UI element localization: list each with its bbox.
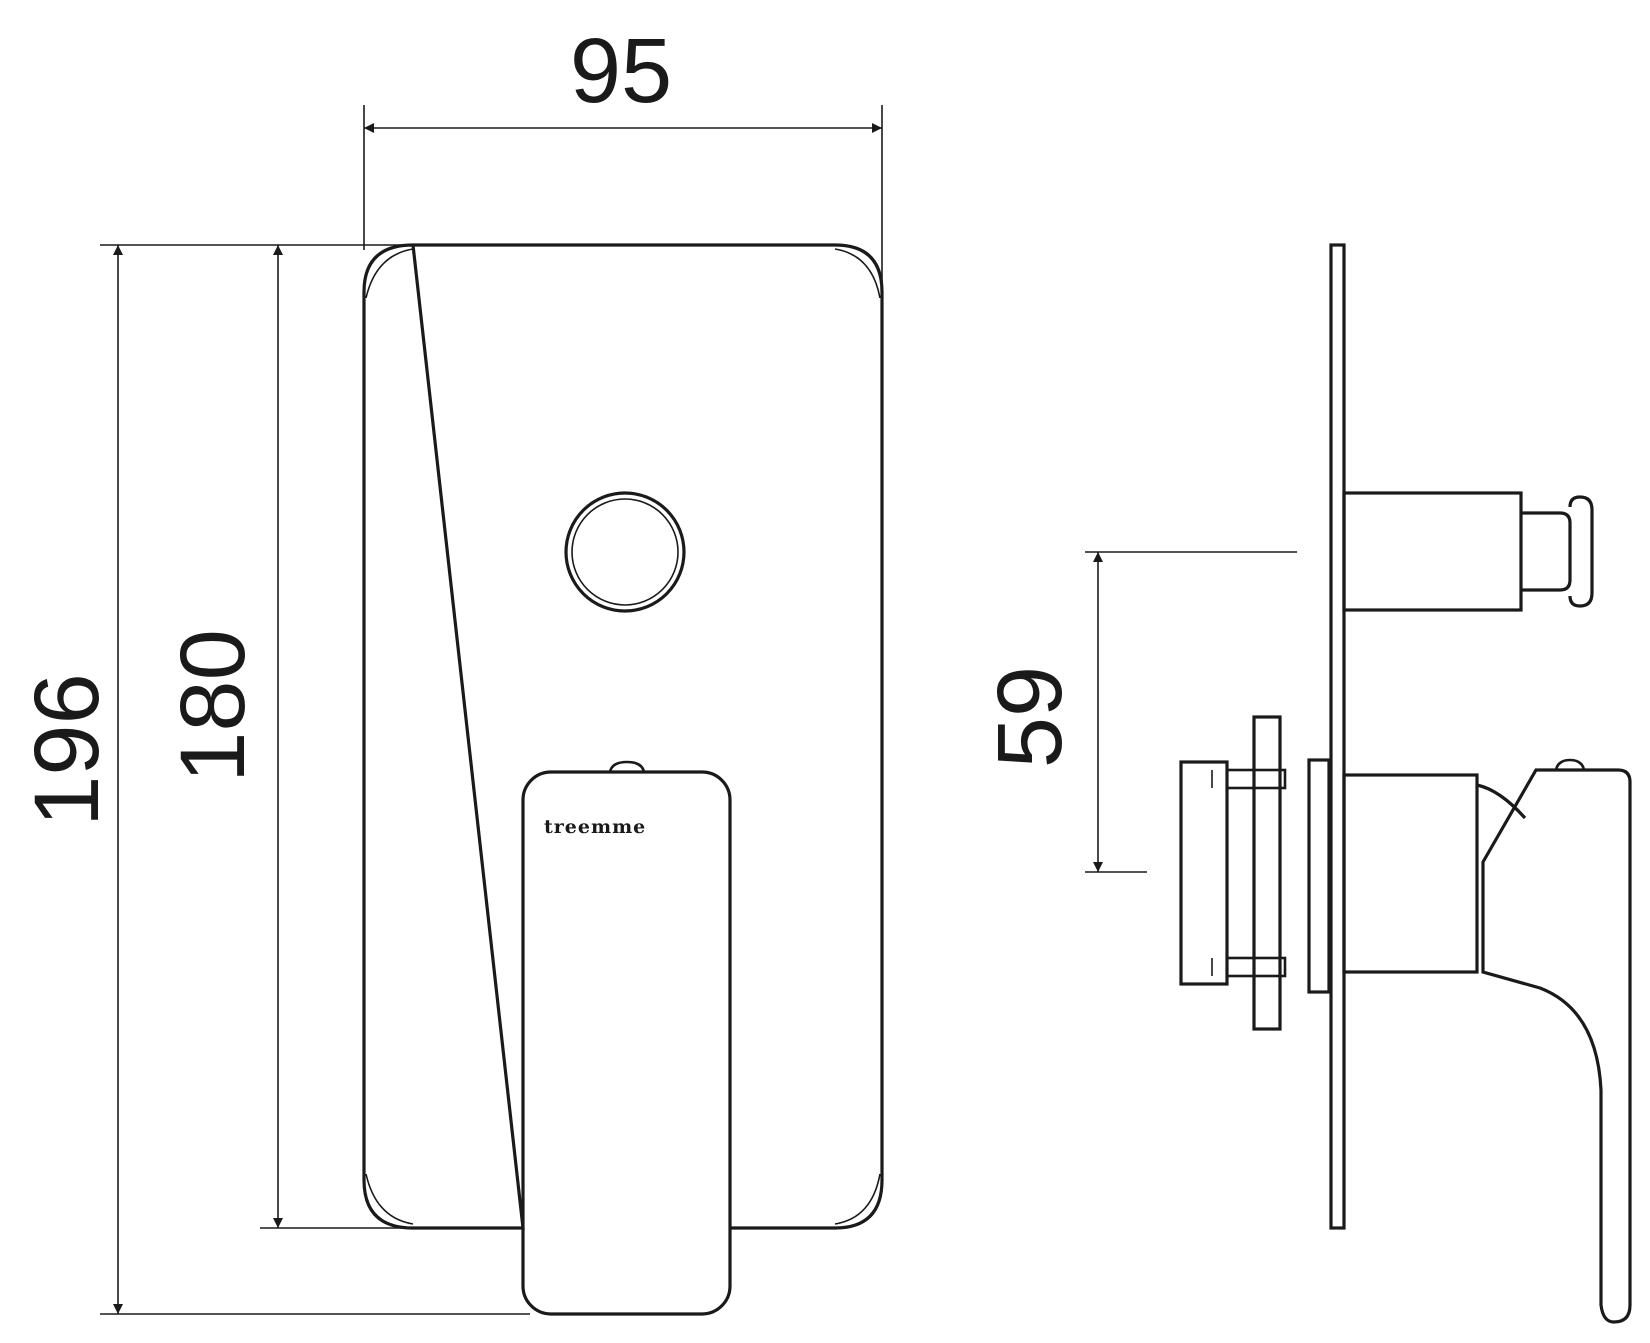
total-height-dimension: 196 (16, 244, 530, 1315)
front-view: 95 196 180 treemme (16, 20, 884, 1316)
cover-plate (362, 243, 884, 1230)
lever-profile-pivot (1554, 758, 1586, 771)
offset-label: 59 (979, 666, 1081, 768)
width-dimension: 95 (363, 20, 883, 290)
lever-pivot (608, 760, 646, 773)
plate-height-dimension: 180 (162, 245, 405, 1229)
plate-height-label: 180 (162, 629, 264, 783)
lever-profile (1476, 768, 1632, 1324)
wall-plate-profile (1329, 243, 1346, 1230)
brand-logo: treemme (544, 816, 646, 838)
diverter-cap (1521, 511, 1572, 592)
mounting-bolt-bottom (1225, 956, 1287, 978)
diverter-button (1568, 495, 1594, 608)
cover-plate-inner-edge (365, 248, 881, 1225)
width-label: 95 (570, 20, 672, 122)
offset-dimension: 59 (979, 551, 1297, 873)
mounting-bolt-top (1225, 768, 1287, 790)
diverter-knob (564, 491, 686, 613)
rear-flange (1307, 758, 1331, 994)
total-height-label: 196 (16, 673, 118, 827)
side-view: 59 (979, 243, 1632, 1324)
diverter-knob-inner (571, 498, 679, 606)
mounting-flange (1252, 715, 1282, 1031)
lever-handle (521, 770, 732, 1316)
diverter-spindle (1342, 491, 1523, 612)
cartridge-sleeve (1342, 773, 1479, 974)
valve-body (1179, 760, 1229, 986)
